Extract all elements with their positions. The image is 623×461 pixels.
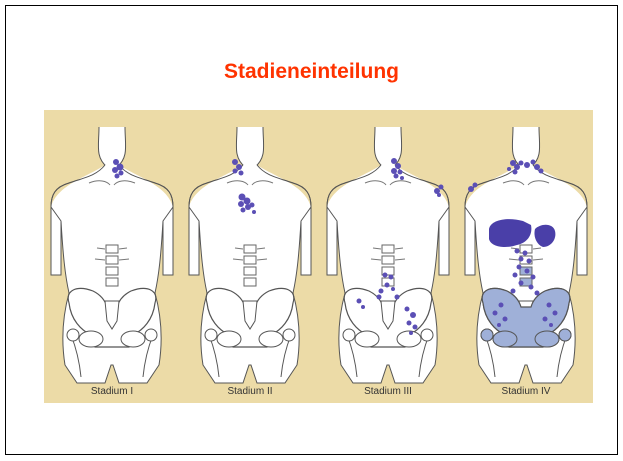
figure-stage-1 xyxy=(51,127,173,383)
slide: Stadieneinteilung xyxy=(5,5,618,455)
staging-illustration: Stadium I Stadium II Stadium III Stadium… xyxy=(44,110,593,403)
caption-stadium-2: Stadium II xyxy=(227,386,272,397)
caption-stadium-3: Stadium III xyxy=(364,386,412,397)
slide-title: Stadieneinteilung xyxy=(6,60,617,84)
figure-stage-3 xyxy=(327,127,449,383)
caption-stadium-1: Stadium I xyxy=(91,386,133,397)
figure-stage-2 xyxy=(189,127,311,383)
figure-stage-4 xyxy=(465,127,587,383)
staging-figure: Stadium I Stadium II Stadium III Stadium… xyxy=(44,110,593,403)
caption-stadium-4: Stadium IV xyxy=(502,386,551,397)
